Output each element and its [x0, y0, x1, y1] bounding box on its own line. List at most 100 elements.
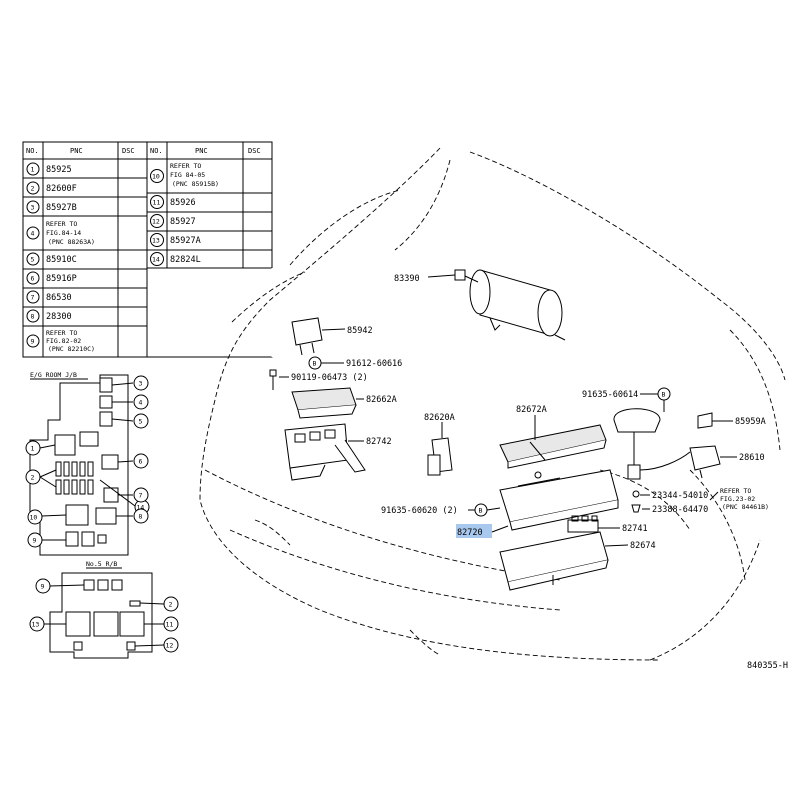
part-label-83390: 83390	[394, 274, 420, 284]
b-marker: B	[479, 507, 483, 515]
table-row: 11 85926	[150, 195, 196, 209]
table-row: 13 85927A	[150, 233, 201, 247]
b-marker: B	[313, 360, 317, 368]
rb5-title: No.5 R/B	[86, 560, 117, 568]
cover-82672A: 82672A	[499, 405, 607, 469]
part-label-23388: 23388-64470	[652, 505, 708, 515]
callout-9: 9	[33, 537, 37, 545]
clip-85959A: 85959A	[697, 412, 766, 429]
table-row: 10 REFER TO FIG 84-05 (PNC 85915B)	[150, 162, 219, 188]
row-pnc-line3: (PNC 85915B)	[172, 180, 219, 188]
part-label-91635a: 91635-60614	[582, 390, 638, 400]
row-number: 5	[31, 256, 35, 264]
part-label-85959A: 85959A	[735, 417, 766, 427]
part-label-23344: 23344-54010	[652, 491, 708, 501]
relay-85942: 85942	[291, 317, 373, 356]
b-marker: B	[662, 391, 666, 399]
row-pnc: 28300	[46, 312, 72, 322]
row-pnc: 85916P	[46, 274, 77, 284]
row-pnc: 85910C	[46, 255, 77, 265]
row-pnc: 85927B	[46, 203, 77, 213]
part-label-85942: 85942	[347, 326, 373, 336]
refer-line2: FIG.23-02	[720, 495, 755, 503]
bolt-91635-60614: 91635-60614 B	[582, 387, 671, 412]
table-header-pnc: PNC	[70, 147, 83, 155]
table-row: 8 28300	[26, 309, 72, 323]
bolt-91635-60620: B 91635-60620 (2)	[381, 503, 501, 517]
row-pnc-line2: FIG.82-02	[46, 337, 81, 345]
cover-82674: 82674	[499, 531, 656, 591]
condenser-part: 83390	[394, 269, 566, 341]
row-pnc-line1: REFER TO	[170, 162, 201, 170]
row-pnc: 85925	[46, 165, 72, 175]
row-number: 1	[31, 166, 35, 174]
callout-10: 10	[30, 514, 38, 522]
row-pnc-line3: (PNC 88263A)	[48, 238, 95, 246]
callout-11: 11	[166, 621, 174, 629]
callout-1: 1	[31, 445, 35, 453]
highlight-box	[456, 524, 492, 538]
vehicle-outline	[199, 147, 786, 661]
screw-90119: 90119-06473 (2)	[269, 369, 368, 390]
row-pnc-line1: REFER TO	[46, 220, 77, 228]
callout-8: 8	[139, 513, 143, 521]
part-label-91635b: 91635-60620 (2)	[381, 506, 458, 516]
part-label-82742: 82742	[366, 437, 392, 447]
row-pnc: 85927	[170, 217, 196, 227]
row-number: 11	[153, 199, 161, 207]
callout-4: 4	[139, 399, 143, 407]
part-label-28610: 28610	[739, 453, 765, 463]
row-pnc-line1: REFER TO	[46, 329, 77, 337]
part-label-82672A: 82672A	[516, 405, 547, 415]
callout-6: 6	[139, 458, 143, 466]
row-number: 2	[31, 185, 35, 193]
row-pnc: 82824L	[170, 255, 201, 265]
diagram-id: 840355-H	[747, 661, 788, 671]
cover-82662A: 82662A	[291, 387, 397, 419]
callout-5: 5	[139, 418, 143, 426]
row-number: 4	[31, 230, 35, 238]
table-row: 12 85927	[150, 214, 196, 228]
table-row: 5 85910C	[26, 252, 77, 266]
row-pnc-line2: FIG 84-05	[170, 171, 205, 179]
row-number: 8	[31, 313, 35, 321]
row-number: 6	[31, 275, 35, 283]
table-header-no: NO.	[26, 147, 39, 155]
table-header-no-2: NO.	[150, 147, 163, 155]
row-number: 9	[31, 338, 35, 346]
table-row: 1 85925	[26, 162, 72, 176]
table-header-dsc-2: DSC	[248, 147, 261, 155]
row-number: 7	[31, 294, 35, 302]
junction-box-82720[interactable]: 82720	[456, 469, 619, 538]
row-number: 13	[152, 237, 160, 245]
callout-2: 2	[169, 601, 173, 609]
part-label-82720[interactable]: 82720	[457, 528, 483, 538]
row-number: 14	[152, 256, 160, 264]
part-label-82674: 82674	[630, 541, 656, 551]
table-row: 14 82824L	[150, 252, 201, 266]
callout-3: 3	[139, 380, 143, 388]
eg-room-junction-block: E/G ROOM J/B 3 4 5 1 6 2 14 7	[25, 371, 150, 556]
row-pnc-line3: (PNC 82210C)	[48, 345, 95, 353]
row-pnc: 85926	[170, 198, 196, 208]
callout-2: 2	[31, 474, 35, 482]
table-header-dsc: DSC	[122, 147, 135, 155]
table-row: 7 86530	[26, 290, 72, 304]
table-row: 9 REFER TO FIG.82-02 (PNC 82210C)	[26, 329, 95, 353]
block-82742: 82742	[284, 423, 392, 481]
part-label-82662A: 82662A	[366, 395, 397, 405]
part-label-90119: 90119-06473 (2)	[291, 373, 368, 383]
part-label-82741: 82741	[622, 524, 648, 534]
row-number: 10	[152, 173, 160, 181]
fuse-82741: 82741	[567, 515, 648, 534]
part-label-91612: 91612-60616	[346, 359, 402, 369]
refer-line3: (PNC 84461B)	[722, 503, 769, 511]
eg-room-title: E/G ROOM J/B	[30, 371, 77, 379]
parts-table: NO. PNC DSC NO. PNC DSC 1 85925 2 82600F…	[22, 141, 273, 358]
row-pnc-line2: FIG.84-14	[46, 229, 81, 237]
refer-line1: REFER TO	[720, 487, 751, 495]
table-row: 4 REFER TO FIG.84-14 (PNC 88263A)	[26, 220, 95, 246]
row-number: 12	[152, 218, 160, 226]
callout-9: 9	[41, 583, 45, 591]
